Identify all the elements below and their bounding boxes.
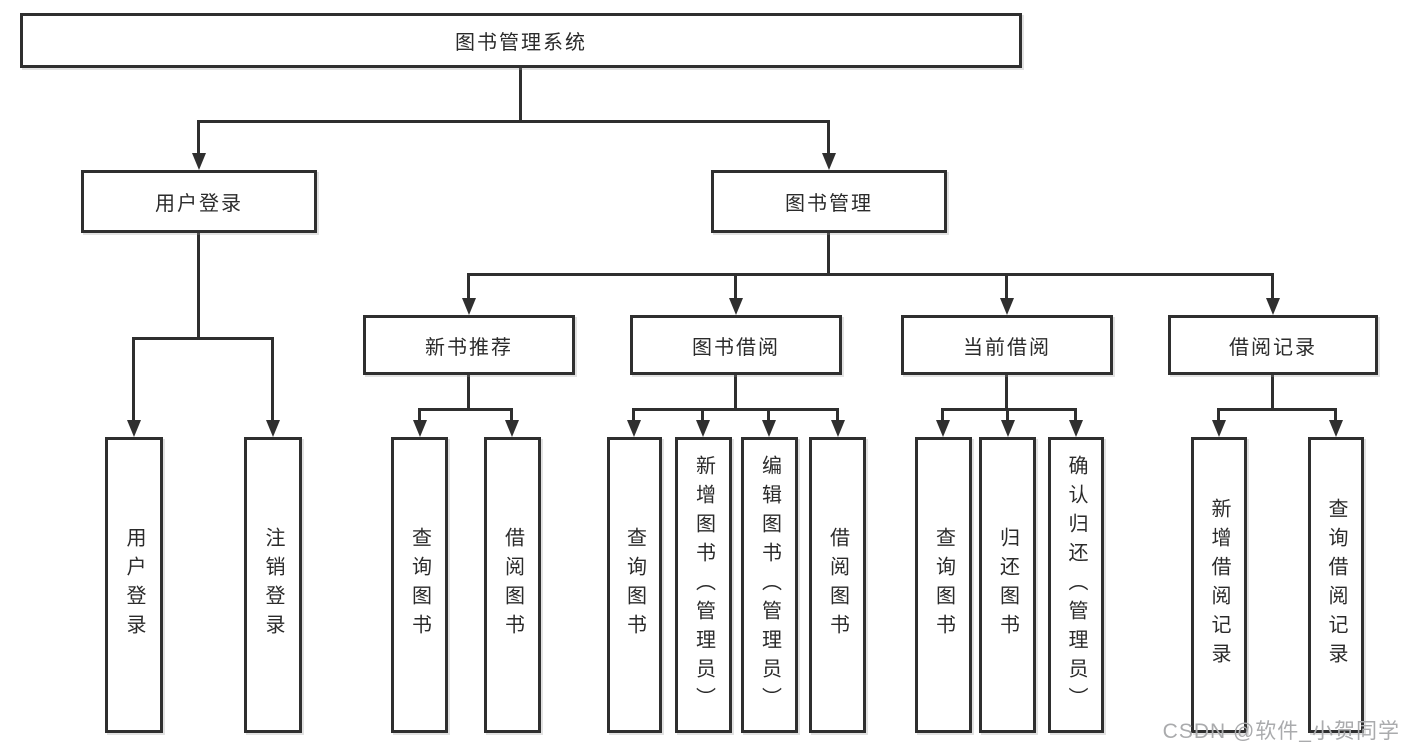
node-borrow-records-label: 借阅记录: [1229, 336, 1317, 359]
connector-to-query-books-2: [632, 408, 635, 423]
connector-current-borrow-stem: [1005, 375, 1008, 411]
leaf-user-login-label: 用户登录: [123, 527, 145, 643]
leaf-confirm-return-admin: 确认归还（管理员）: [1048, 437, 1104, 733]
leaf-logout-label: 注销登录: [262, 527, 284, 643]
connector-to-user-login: [197, 120, 200, 156]
leaf-query-books-2-label: 查询图书: [623, 527, 646, 643]
connector-to-leaf-logout: [271, 337, 274, 423]
arrow-down-add-borrow-record: [1212, 420, 1226, 437]
node-current-borrow-label: 当前借阅: [963, 336, 1051, 359]
leaf-borrow-books-2: 借阅图书: [809, 437, 866, 733]
node-borrow-records: 借阅记录: [1168, 315, 1378, 375]
connector-to-query-books-3: [941, 408, 944, 423]
connector-level1-bus: [197, 120, 830, 123]
node-new-book-recommend-label: 新书推荐: [425, 336, 513, 359]
arrow-down-leaf-logout: [266, 420, 280, 437]
connector-to-book-borrow: [734, 273, 737, 301]
node-user-login: 用户登录: [81, 170, 317, 233]
arrow-down-current-borrow: [1000, 298, 1014, 315]
leaf-edit-book-admin-label: 编辑图书（管理员）: [758, 454, 781, 716]
connector-user-login-bus: [132, 337, 274, 340]
arrow-down-book-borrow: [729, 298, 743, 315]
leaf-user-login: 用户登录: [105, 437, 163, 733]
connector-new-book-recommend-bus: [418, 408, 513, 411]
leaf-query-books-3: 查询图书: [915, 437, 972, 733]
leaf-query-books-1-label: 查询图书: [408, 527, 431, 643]
arrow-down-user-login: [192, 153, 206, 170]
leaf-borrow-books-1: 借阅图书: [484, 437, 541, 733]
leaf-logout: 注销登录: [244, 437, 302, 733]
arrow-down-borrow-books-1: [505, 420, 519, 437]
arrow-down-return-book: [1001, 420, 1015, 437]
leaf-add-book-admin-label: 新增图书（管理员）: [692, 454, 715, 716]
connector-user-login-stem: [197, 233, 200, 340]
connector-to-borrow-books-1: [510, 408, 513, 423]
connector-book-management-stem: [827, 233, 830, 276]
connector-to-confirm-return: [1074, 408, 1077, 423]
arrow-down-add-book: [696, 420, 710, 437]
watermark: CSDN @软件_小贺同学: [1162, 720, 1400, 743]
node-new-book-recommend: 新书推荐: [363, 315, 575, 375]
arrow-down-new-book-recommend: [462, 298, 476, 315]
arrow-down-query-books-3: [936, 420, 950, 437]
connector-new-book-recommend-stem: [467, 375, 470, 411]
connector-level3-bus: [467, 273, 1274, 276]
connector-to-borrow-books-2: [836, 408, 839, 423]
connector-to-new-book-recommend: [467, 273, 470, 301]
connector-book-borrow-stem: [734, 375, 737, 411]
connector-borrow-records-bus: [1217, 408, 1337, 411]
leaf-confirm-return-admin-label: 确认归还（管理员）: [1065, 454, 1087, 716]
connector-to-add-book: [701, 408, 704, 423]
connector-to-query-borrow-record: [1334, 408, 1337, 423]
connector-current-borrow-bus: [941, 408, 1077, 411]
leaf-return-book-label: 归还图书: [996, 527, 1019, 643]
leaf-return-book: 归还图书: [979, 437, 1036, 733]
arrow-down-book-management: [822, 153, 836, 170]
arrow-down-query-books-1: [413, 420, 427, 437]
connector-root-stem: [519, 68, 522, 123]
leaf-add-borrow-record-label: 新增借阅记录: [1208, 498, 1230, 672]
leaf-add-borrow-record: 新增借阅记录: [1191, 437, 1247, 733]
leaf-query-books-3-label: 查询图书: [932, 527, 955, 643]
leaf-borrow-books-1-label: 借阅图书: [501, 527, 524, 643]
connector-to-leaf-user-login: [132, 337, 135, 423]
connector-book-borrow-bus: [632, 408, 839, 411]
leaf-query-borrow-record: 查询借阅记录: [1308, 437, 1364, 733]
leaf-query-books-1: 查询图书: [391, 437, 448, 733]
leaf-add-book-admin: 新增图书（管理员）: [675, 437, 732, 733]
arrow-down-leaf-user-login: [127, 420, 141, 437]
connector-borrow-records-stem: [1271, 375, 1274, 411]
node-current-borrow: 当前借阅: [901, 315, 1113, 375]
connector-to-add-borrow-record: [1217, 408, 1220, 423]
arrow-down-query-borrow-record: [1329, 420, 1343, 437]
connector-to-edit-book: [767, 408, 770, 423]
arrow-down-borrow-records: [1266, 298, 1280, 315]
node-user-login-label: 用户登录: [155, 193, 243, 215]
leaf-edit-book-admin: 编辑图书（管理员）: [741, 437, 798, 733]
connector-to-current-borrow: [1005, 273, 1008, 301]
leaf-query-books-2: 查询图书: [607, 437, 662, 733]
leaf-borrow-books-2-label: 借阅图书: [826, 527, 849, 643]
connector-to-return-book: [1006, 408, 1009, 423]
node-root: 图书管理系统: [20, 13, 1022, 68]
node-book-borrow: 图书借阅: [630, 315, 842, 375]
connector-to-query-books-1: [418, 408, 421, 423]
connector-to-borrow-records: [1271, 273, 1274, 301]
leaf-query-borrow-record-label: 查询借阅记录: [1325, 498, 1347, 672]
node-root-label: 图书管理系统: [455, 32, 587, 54]
arrow-down-edit-book: [762, 420, 776, 437]
arrow-down-confirm-return: [1069, 420, 1083, 437]
node-book-management-label: 图书管理: [785, 193, 873, 215]
arrow-down-query-books-2: [627, 420, 641, 437]
node-book-management: 图书管理: [711, 170, 947, 233]
arrow-down-borrow-books-2: [831, 420, 845, 437]
node-book-borrow-label: 图书借阅: [692, 336, 780, 359]
connector-to-book-management: [827, 120, 830, 156]
